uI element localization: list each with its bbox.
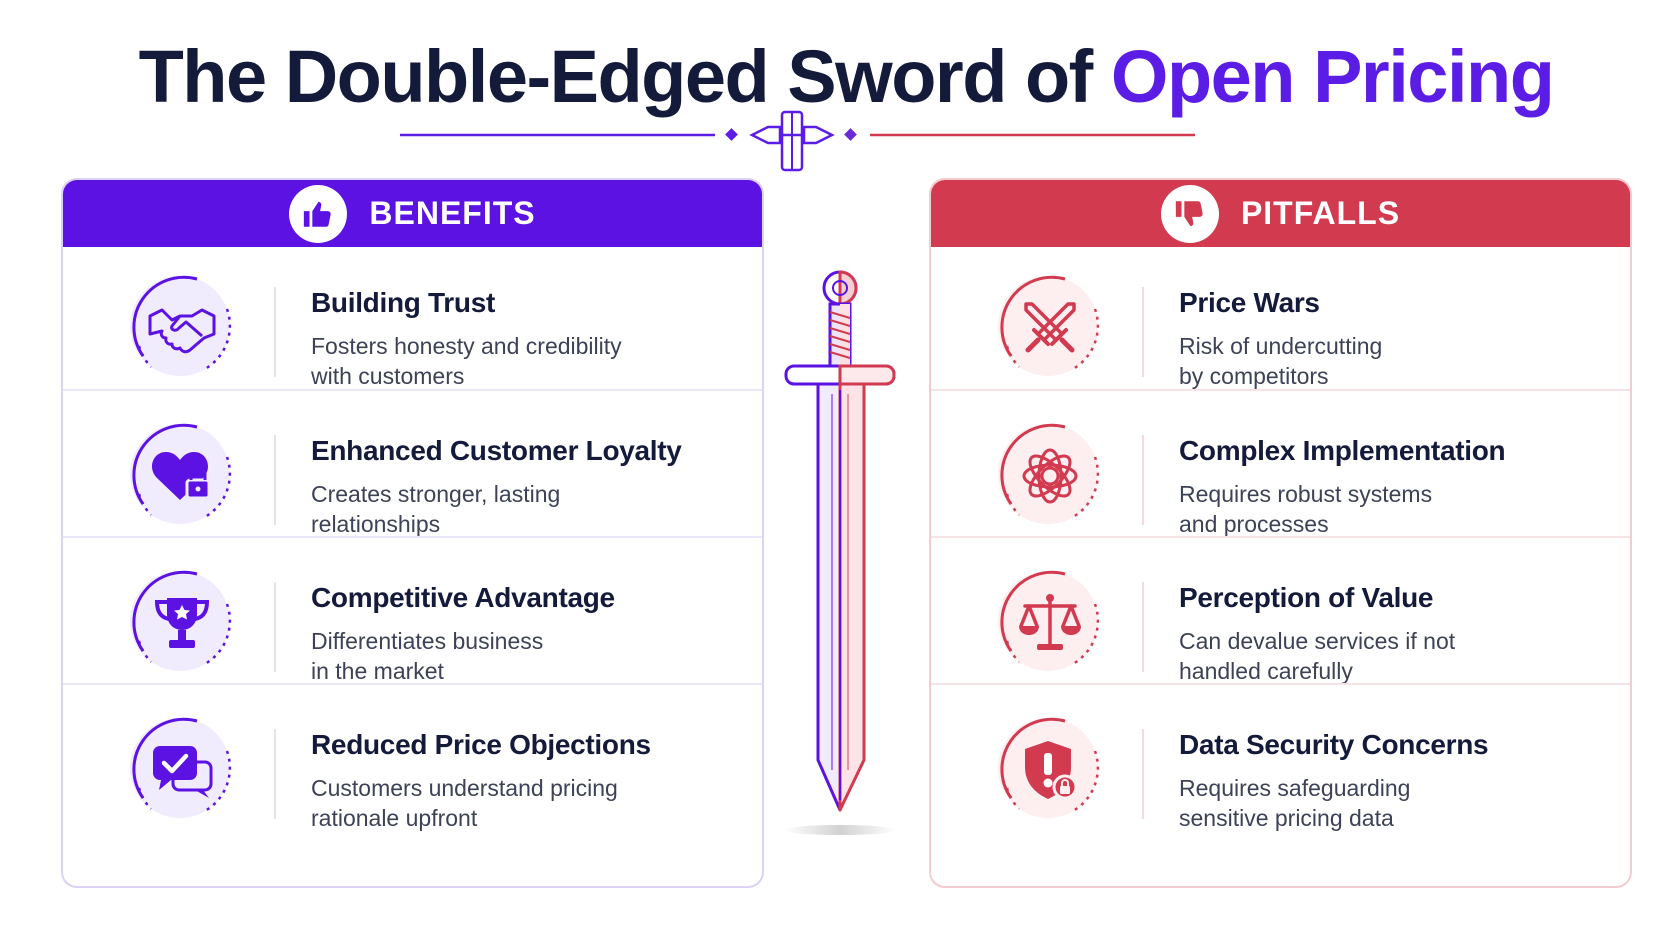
benefit-row: Enhanced Customer Loyalty Creates strong… <box>63 395 762 553</box>
pitfall-row: Perception of Value Can devalue services… <box>931 542 1630 700</box>
thumbs-down-icon <box>1160 184 1219 243</box>
thumbs-up-icon <box>289 184 348 243</box>
benefit-description: Differentiates business in the market <box>311 628 544 684</box>
crossed-swords-icon <box>1008 286 1092 370</box>
pitfalls-header-label: PITFALLS <box>1240 195 1401 231</box>
benefit-row: Building Trust Fosters honesty and credi… <box>63 247 762 405</box>
heart-lock-icon <box>140 434 224 518</box>
tangle-icon <box>1008 434 1092 518</box>
pitfall-title: Complex Implementation <box>1179 435 1506 466</box>
pitfalls-header: PITFALLS <box>931 180 1630 247</box>
pitfall-description: Can devalue services if not handled care… <box>1179 628 1456 684</box>
double-edged-sword-icon <box>784 270 896 835</box>
page-title: The Double-Edged Sword of Open Pricing <box>0 34 1672 119</box>
benefits-panel: BENEFITS Building Trust Fosters honesty … <box>61 178 764 888</box>
pitfall-row: Complex Implementation Requires robust s… <box>931 395 1630 553</box>
benefit-row: Reduced Price Objections Customers under… <box>63 689 762 847</box>
benefit-title: Building Trust <box>311 287 496 318</box>
title-accent: Open Pricing <box>1110 35 1555 118</box>
pitfall-description: Requires safeguarding sensitive pricing … <box>1179 775 1411 831</box>
benefits-header: BENEFITS <box>63 180 762 247</box>
benefit-description: Creates stronger, lasting relationships <box>311 481 561 537</box>
pitfall-row: Data Security Concerns Requires safeguar… <box>931 689 1630 847</box>
title-main: The Double-Edged Sword of <box>138 35 1111 118</box>
benefits-header-label: BENEFITS <box>369 195 536 231</box>
pitfall-row: Price Wars Risk of undercutting by compe… <box>931 247 1630 405</box>
benefit-title: Competitive Advantage <box>311 582 615 613</box>
shield-alert-icon <box>1008 728 1092 812</box>
sword-divider-ornament <box>400 110 1195 172</box>
trophy-icon <box>140 581 224 665</box>
benefit-description: Customers understand pricing rationale u… <box>311 775 618 831</box>
benefit-row: Competitive Advantage Differentiates bus… <box>63 542 762 700</box>
handshake-icon <box>140 286 224 370</box>
pitfall-description: Risk of undercutting by competitors <box>1179 333 1383 389</box>
pitfall-title: Data Security Concerns <box>1179 729 1489 760</box>
pitfall-title: Perception of Value <box>1179 582 1434 613</box>
benefit-title: Enhanced Customer Loyalty <box>311 435 682 466</box>
pitfall-title: Price Wars <box>1179 287 1320 318</box>
benefit-title: Reduced Price Objections <box>311 729 651 760</box>
scales-icon <box>1008 581 1092 665</box>
pitfalls-panel: PITFALLS Price Wars Risk of undercutting… <box>929 178 1632 888</box>
benefit-description: Fosters honesty and credibility with cus… <box>311 333 622 389</box>
chat-check-icon <box>140 728 224 812</box>
pitfall-description: Requires robust systems and processes <box>1179 481 1433 537</box>
